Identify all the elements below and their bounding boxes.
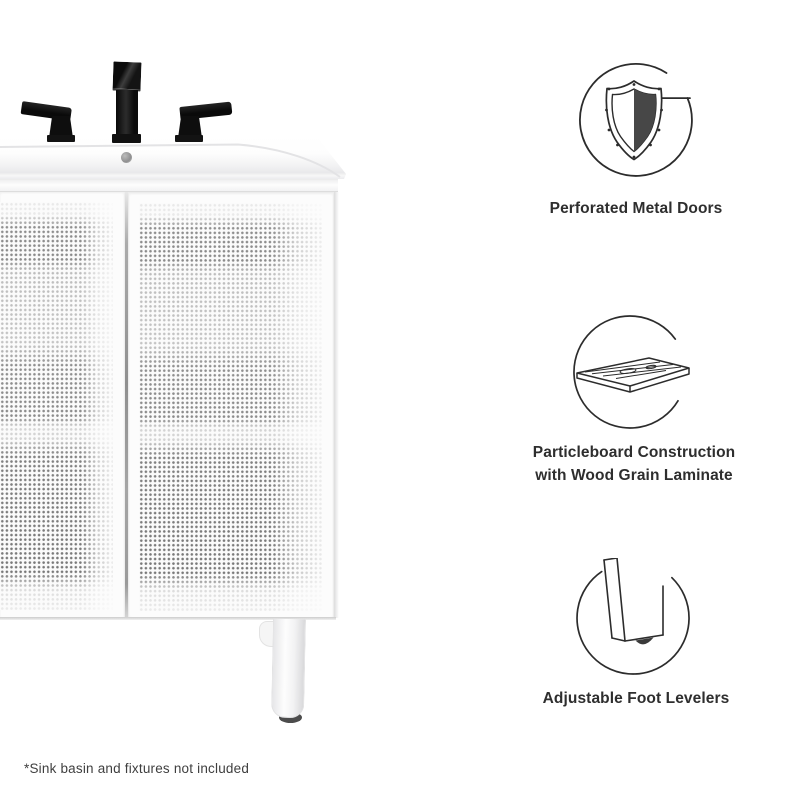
faucet-handle-left-column: [49, 116, 73, 138]
vanity-leg: [270, 618, 307, 719]
faucet-spout-head: [112, 61, 142, 92]
callout-label-perforated-metal-doors: Perforated Metal Doors: [549, 200, 723, 217]
perforated-panel: [0, 202, 113, 610]
sink-countertop: [0, 137, 346, 179]
callout-label-adjustable-foot-levelers: Adjustable Foot Levelers: [542, 690, 730, 707]
basin-rim-curve: [0, 143, 341, 178]
perforated-door-left: [0, 192, 125, 618]
callout-label-particleboard-construction: Particleboard Construction with Wood Gra…: [532, 444, 736, 484]
shield-icon: [576, 60, 696, 180]
faucet-handle-right-column: [178, 116, 202, 138]
door-gap: [125, 192, 128, 618]
perforated-door-right: [128, 192, 334, 618]
vanity-photo: [0, 61, 346, 723]
sink-overflow-hole: [121, 152, 132, 163]
perforated-panel: [139, 203, 323, 611]
particleboard-icon: [570, 312, 696, 432]
faucet-spout-body: [116, 90, 138, 137]
faucet-spout-base: [112, 134, 141, 143]
cabinet-top-rail: [0, 179, 338, 192]
footnote-text: *Sink basin and fixtures not included: [24, 761, 250, 776]
faucet-handle-left-base: [47, 135, 75, 142]
foot-leveler-icon: [573, 558, 693, 678]
faucet-handle-right-base: [175, 135, 203, 142]
cabinet-side-edge: [334, 192, 339, 618]
cabinet-bottom-edge: [0, 617, 336, 620]
